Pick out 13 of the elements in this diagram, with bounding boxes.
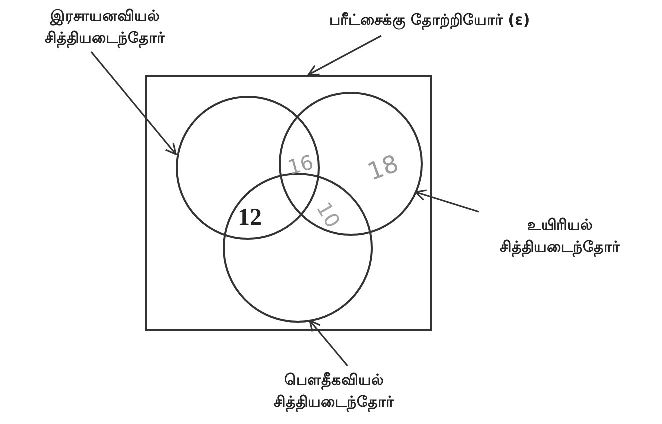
set-label: இரசாயனவியல் சித்தியடைந்தோர் xyxy=(44,6,166,50)
leader-arrow xyxy=(90,52,177,156)
leader-arrow xyxy=(308,35,382,76)
leader-arrow xyxy=(309,320,348,367)
set-label: பௌதீகவியல் சித்தியடைந்தோர் xyxy=(273,370,395,414)
universal-set-rectangle xyxy=(145,75,432,331)
handwritten-number: 16 xyxy=(284,149,317,182)
leader-arrow xyxy=(414,190,480,213)
handwritten-number: 10 xyxy=(310,196,346,234)
set-label: உயிரியல் சித்தியடைந்தோர் xyxy=(499,215,621,259)
region-count: 12 xyxy=(238,204,262,233)
handwritten-number: 18 xyxy=(363,148,404,188)
set-label: பரீட்சைக்கு தோற்றியோர் (ε) xyxy=(330,10,530,32)
